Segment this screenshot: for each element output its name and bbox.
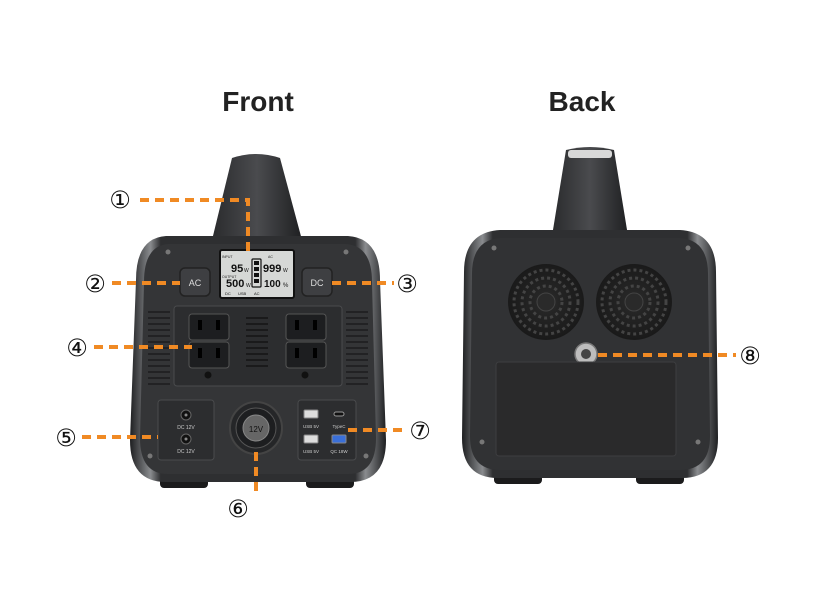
usb-port-label: USB 5V [303,449,319,454]
callout-5: ⑤ [55,424,77,452]
lcd-battery-value: 100 [264,279,281,290]
ac-outlet[interactable] [188,313,230,341]
usb-port-label: USB 5V [303,424,319,429]
back-heading: Back [548,86,616,117]
ground-screw [301,371,309,379]
dc-port[interactable] [180,433,192,445]
lcd-output-value: 500 [226,278,244,290]
callout-lines [82,198,736,496]
dc-button[interactable]: DC [301,267,333,297]
lcd-unit: W [246,283,251,289]
cooling-fan [508,264,584,340]
battery-bar [254,261,259,265]
screw [165,249,171,255]
usb-port[interactable] [303,409,319,419]
lcd-footer: USB [238,291,247,296]
typec-port-label: TypeC [332,424,346,429]
screw [685,245,691,251]
center-vent [246,317,268,367]
ac-outlet[interactable] [188,341,230,369]
callout-8: ⑧ [739,342,761,370]
ground-screw [204,371,212,379]
qc-port-label: QC 18W [330,449,348,454]
lcd-tag: OUTPUT [222,275,237,279]
typec-port[interactable] [333,411,345,417]
screw [147,453,153,459]
callout-6: ⑥ [227,495,249,523]
ac-outlet[interactable] [285,313,327,341]
lcd-footer: AC [254,291,260,296]
back-unit [462,147,718,484]
cooling-fan [596,264,672,340]
battery-icon [251,258,262,288]
front-heading: Front [222,86,294,117]
screw [363,453,369,459]
car-outlet[interactable] [229,401,283,455]
dc-port-panel [157,399,215,461]
callout-4: ④ [66,334,88,362]
lcd-tag: INPUT [222,255,233,259]
screw [695,439,701,445]
front-handle [212,154,302,240]
car-outlet-label: 12V [249,425,264,434]
battery-bar [254,273,259,277]
dc-port-label: DC 12V [177,425,195,431]
back-panel-cover [495,361,677,457]
qc-port[interactable] [331,434,347,444]
ac-outlet[interactable] [285,341,327,369]
callout-2: ② [84,270,106,298]
battery-bar [254,267,259,271]
callout-3: ③ [396,270,418,298]
ac-button-label: AC [189,278,202,288]
dc-port[interactable] [180,409,192,421]
ac-button[interactable]: AC [179,267,211,297]
back-handle [552,147,628,236]
lcd-unit: W [283,268,288,274]
callout-7: ⑦ [409,417,431,445]
side-vents [148,311,368,385]
lcd-tag: AC [268,255,273,259]
lcd-unit: % [283,283,289,289]
usb-port[interactable] [303,434,319,444]
screw [479,439,485,445]
handle-highlight [568,150,612,158]
lcd-footer: DC [225,291,231,296]
dc-button-label: DC [311,278,324,288]
screw [343,249,349,255]
dc-port-label: DC 12V [177,449,195,455]
lcd-unit: W [244,268,249,274]
lcd-display: INPUT 95 W 500 W OUTPUT AC 999 W 100 % D… [219,249,295,299]
callout-1: ① [109,186,131,214]
front-unit: INPUT 95 W 500 W OUTPUT AC 999 W 100 % D… [130,154,386,488]
lcd-ac-value: 999 [263,263,281,275]
battery-bar [254,279,259,283]
lcd-input-value: 95 [231,263,243,275]
screw [491,245,497,251]
